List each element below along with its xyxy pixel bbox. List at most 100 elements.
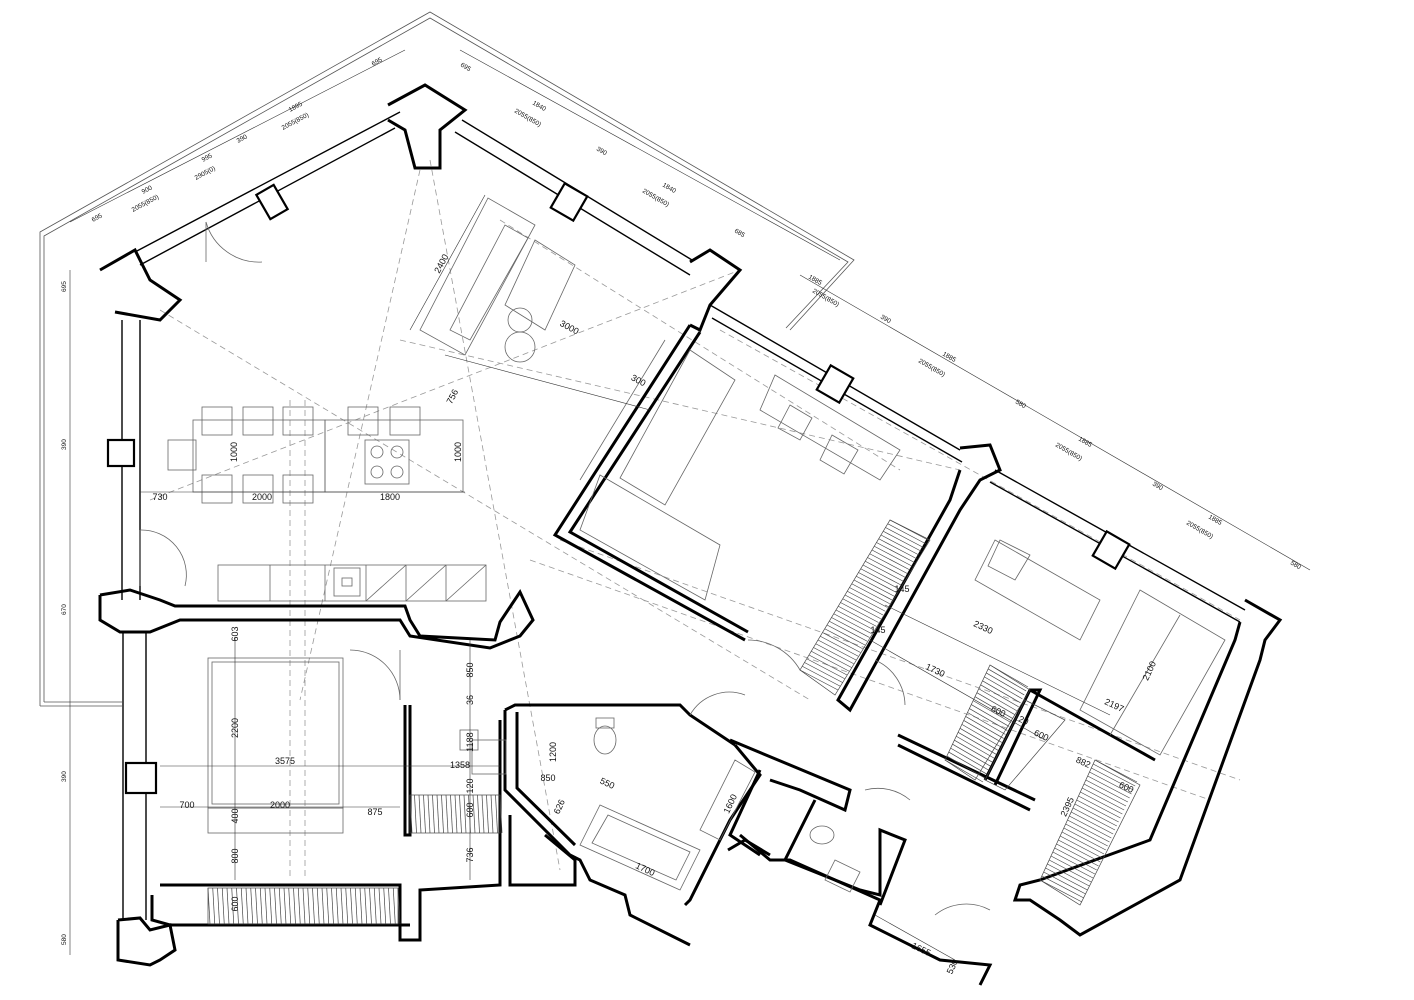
wardrobe-hatch-line — [1043, 871, 1086, 895]
wardrobe-hatch-line — [1063, 827, 1106, 851]
wardrobe-hatch-line — [957, 731, 997, 755]
wardrobe-hatch-line — [255, 887, 258, 925]
wardrobe-hatch-line — [269, 887, 273, 925]
dim-603: 603 — [230, 626, 240, 641]
wardrobe-hatch-line — [946, 755, 986, 779]
wardrobe-hatch-line — [813, 647, 852, 668]
wardrobe-hatch-line — [354, 887, 358, 925]
wardrobe-hatch-line — [240, 887, 244, 925]
right-1840b: 1840 — [661, 182, 677, 195]
wardrobe-hatch-line — [887, 523, 926, 545]
walls — [98, 83, 1283, 986]
wardrobe-hatch-line — [971, 704, 1010, 727]
right-2055d: 2055(850) — [917, 358, 946, 379]
wardrobe-hatch-line — [831, 617, 870, 638]
wardrobe-hatch-line — [1060, 835, 1103, 859]
dim-875: 875 — [367, 807, 382, 817]
wardrobe-hatch-line — [481, 794, 485, 834]
wardrobe-hatch-line — [1085, 779, 1128, 803]
wardrobe-hatch-line — [490, 794, 494, 834]
right-2055e: 2055(850) — [1054, 442, 1083, 463]
wardrobe-hatch-line — [378, 887, 382, 925]
wardrobe-hatch-line — [302, 887, 306, 925]
left-580: 580 — [61, 934, 68, 945]
dim-600-hall: 600 — [465, 802, 475, 817]
left-695: 695 — [61, 281, 68, 292]
wardrobe-hatch-line — [1049, 859, 1092, 883]
wardrobe-hatch-line — [874, 545, 913, 567]
wardrobe-hatch-line — [264, 887, 268, 925]
wardrobe-hatch-line — [880, 534, 920, 556]
right-580: 580 — [1014, 399, 1027, 411]
top-995: 995 — [201, 152, 214, 163]
right-390: 390 — [595, 146, 608, 158]
dim-882: 882 — [1074, 755, 1092, 770]
wardrobe-hatch-line — [847, 590, 886, 612]
wardrobe-hatch-line — [274, 887, 277, 925]
wardrobe-hatch-line — [364, 887, 368, 925]
left-670: 670 — [61, 604, 68, 615]
wardrobe-hatch-line — [871, 549, 911, 571]
right-390b: 390 — [879, 314, 892, 326]
wardrobe-hatch-line — [499, 794, 503, 834]
wardrobe-hatch-line — [987, 668, 1027, 692]
room1-furniture — [579, 339, 901, 601]
wardrobe-hatch-line — [1050, 855, 1094, 879]
wardrobe-hatch-line — [1093, 763, 1136, 787]
wardrobe-hatch-line — [236, 887, 239, 925]
wardrobe-hatch-line — [1074, 803, 1117, 827]
wardrobe-hatch-line — [217, 887, 220, 925]
dim-736: 736 — [465, 847, 475, 862]
dim-850-hall: 850 — [465, 662, 475, 677]
wardrobe-hatch-line — [799, 669, 839, 691]
wardrobe-hatch-line — [989, 664, 1029, 688]
wardrobe-hatch-line — [1047, 863, 1090, 887]
right-2055f: 2055(850) — [1185, 520, 1214, 541]
bathroom-fixtures — [579, 717, 861, 893]
wardrobe-hatch-line — [307, 887, 311, 925]
wardrobe-hatch-line — [948, 751, 987, 775]
wardrobe-hatch-line — [820, 635, 859, 657]
right-2055b: 2055(850) — [641, 188, 670, 209]
right-390c: 390 — [1151, 481, 1164, 493]
wardrobe-hatch-line — [468, 794, 471, 834]
right-1885d: 1885 — [1207, 514, 1223, 527]
wardrobe-hatch-line — [1083, 783, 1127, 807]
wardrobe-hatch-line — [959, 728, 999, 751]
wardrobe-hatch-line — [944, 759, 984, 783]
dim-400: 400 — [230, 808, 240, 823]
wardrobe-hatch-line — [297, 887, 301, 925]
wardrobe-hatch-line — [1072, 807, 1116, 831]
dimension-lines — [69, 49, 1311, 961]
wardrobe-hatch-line — [976, 692, 1016, 716]
wardrobe-hatch-line — [1071, 811, 1114, 835]
wardrobe-hatch-line — [231, 887, 235, 925]
wardrobe-hatch-line — [804, 662, 843, 683]
wardrobe-hatch-line — [397, 887, 401, 925]
dim-1800: 1800 — [380, 492, 400, 502]
wardrobe-hatch-line — [952, 743, 991, 767]
dim-700: 700 — [179, 800, 194, 810]
wardrobe-hatch-line — [1054, 847, 1097, 871]
guide-lines — [149, 159, 1241, 880]
wardrobe-hatch-line — [1069, 815, 1112, 839]
top-695b: 695 — [371, 56, 384, 67]
wardrobe-hatch-line — [867, 557, 906, 578]
wardrobe-hatch-line — [885, 527, 924, 548]
wardrobe-hatch-line — [1039, 879, 1083, 903]
wardrobe-hatch-line — [221, 887, 225, 925]
dim-2000-living: 2000 — [252, 492, 272, 502]
wardrobe-hatch-line — [965, 716, 1004, 739]
wardrobe-hatch-line — [283, 887, 287, 925]
wardrobe-hatch-line — [331, 887, 334, 925]
wardrobe-hatch-line — [207, 887, 211, 925]
dim-2197: 2197 — [1103, 697, 1125, 715]
wardrobe-hatch-line — [427, 794, 431, 834]
left-390: 390 — [61, 439, 68, 450]
dim-300: 300 — [629, 372, 647, 388]
wardrobe-hatch-line — [259, 887, 263, 925]
right-1885b: 1885 — [941, 351, 957, 364]
wardrobe-hatch-line — [853, 579, 893, 601]
wardrobe-hatch-line — [849, 587, 888, 608]
